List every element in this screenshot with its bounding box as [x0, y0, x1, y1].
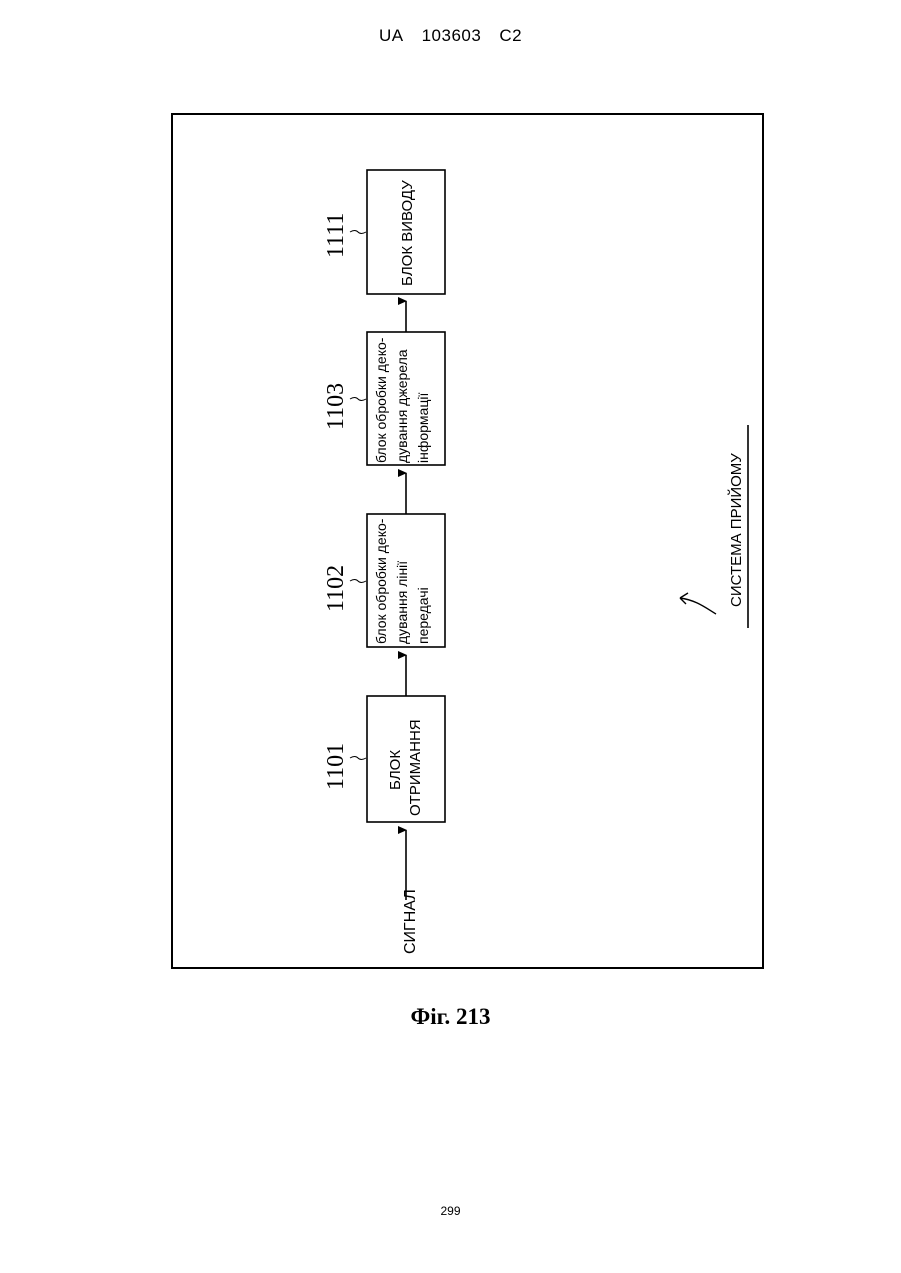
ref-1111: 1111 — [323, 213, 349, 258]
ref-1102: 1102 — [323, 565, 349, 612]
block-output-line-1: БЛОК ВИВОДУ — [399, 180, 416, 286]
block-line-decode-line-3: передачі — [415, 587, 431, 644]
block-line-decode-line-1: блок обробки деко- — [373, 518, 389, 644]
block-receive — [367, 696, 445, 822]
leader-1102 — [350, 580, 366, 583]
leader-1103 — [350, 398, 366, 401]
block-receive-line-2: ОТРИМАННЯ — [407, 719, 424, 816]
page-number: 299 — [0, 1204, 901, 1218]
block-source-decode-line-2: дування джерела — [394, 349, 410, 463]
signal-label: СИГНАЛ — [402, 889, 419, 954]
system-label: СИСТЕМА ПРИЙОМУ — [727, 453, 745, 607]
block-line-decode-line-2: дування лінії — [394, 561, 410, 644]
block-source-decode-line-3: інформації — [415, 393, 431, 463]
leader-1111 — [350, 231, 366, 234]
block-receive-line-1: БЛОК — [387, 750, 404, 790]
system-callout-arrow — [680, 593, 716, 614]
ref-1103: 1103 — [323, 383, 349, 430]
leader-1101 — [350, 757, 366, 760]
figure-caption: Фіг. 213 — [0, 1004, 901, 1030]
ref-1101: 1101 — [323, 743, 349, 790]
block-source-decode-line-1: блок обробки деко- — [373, 337, 389, 463]
